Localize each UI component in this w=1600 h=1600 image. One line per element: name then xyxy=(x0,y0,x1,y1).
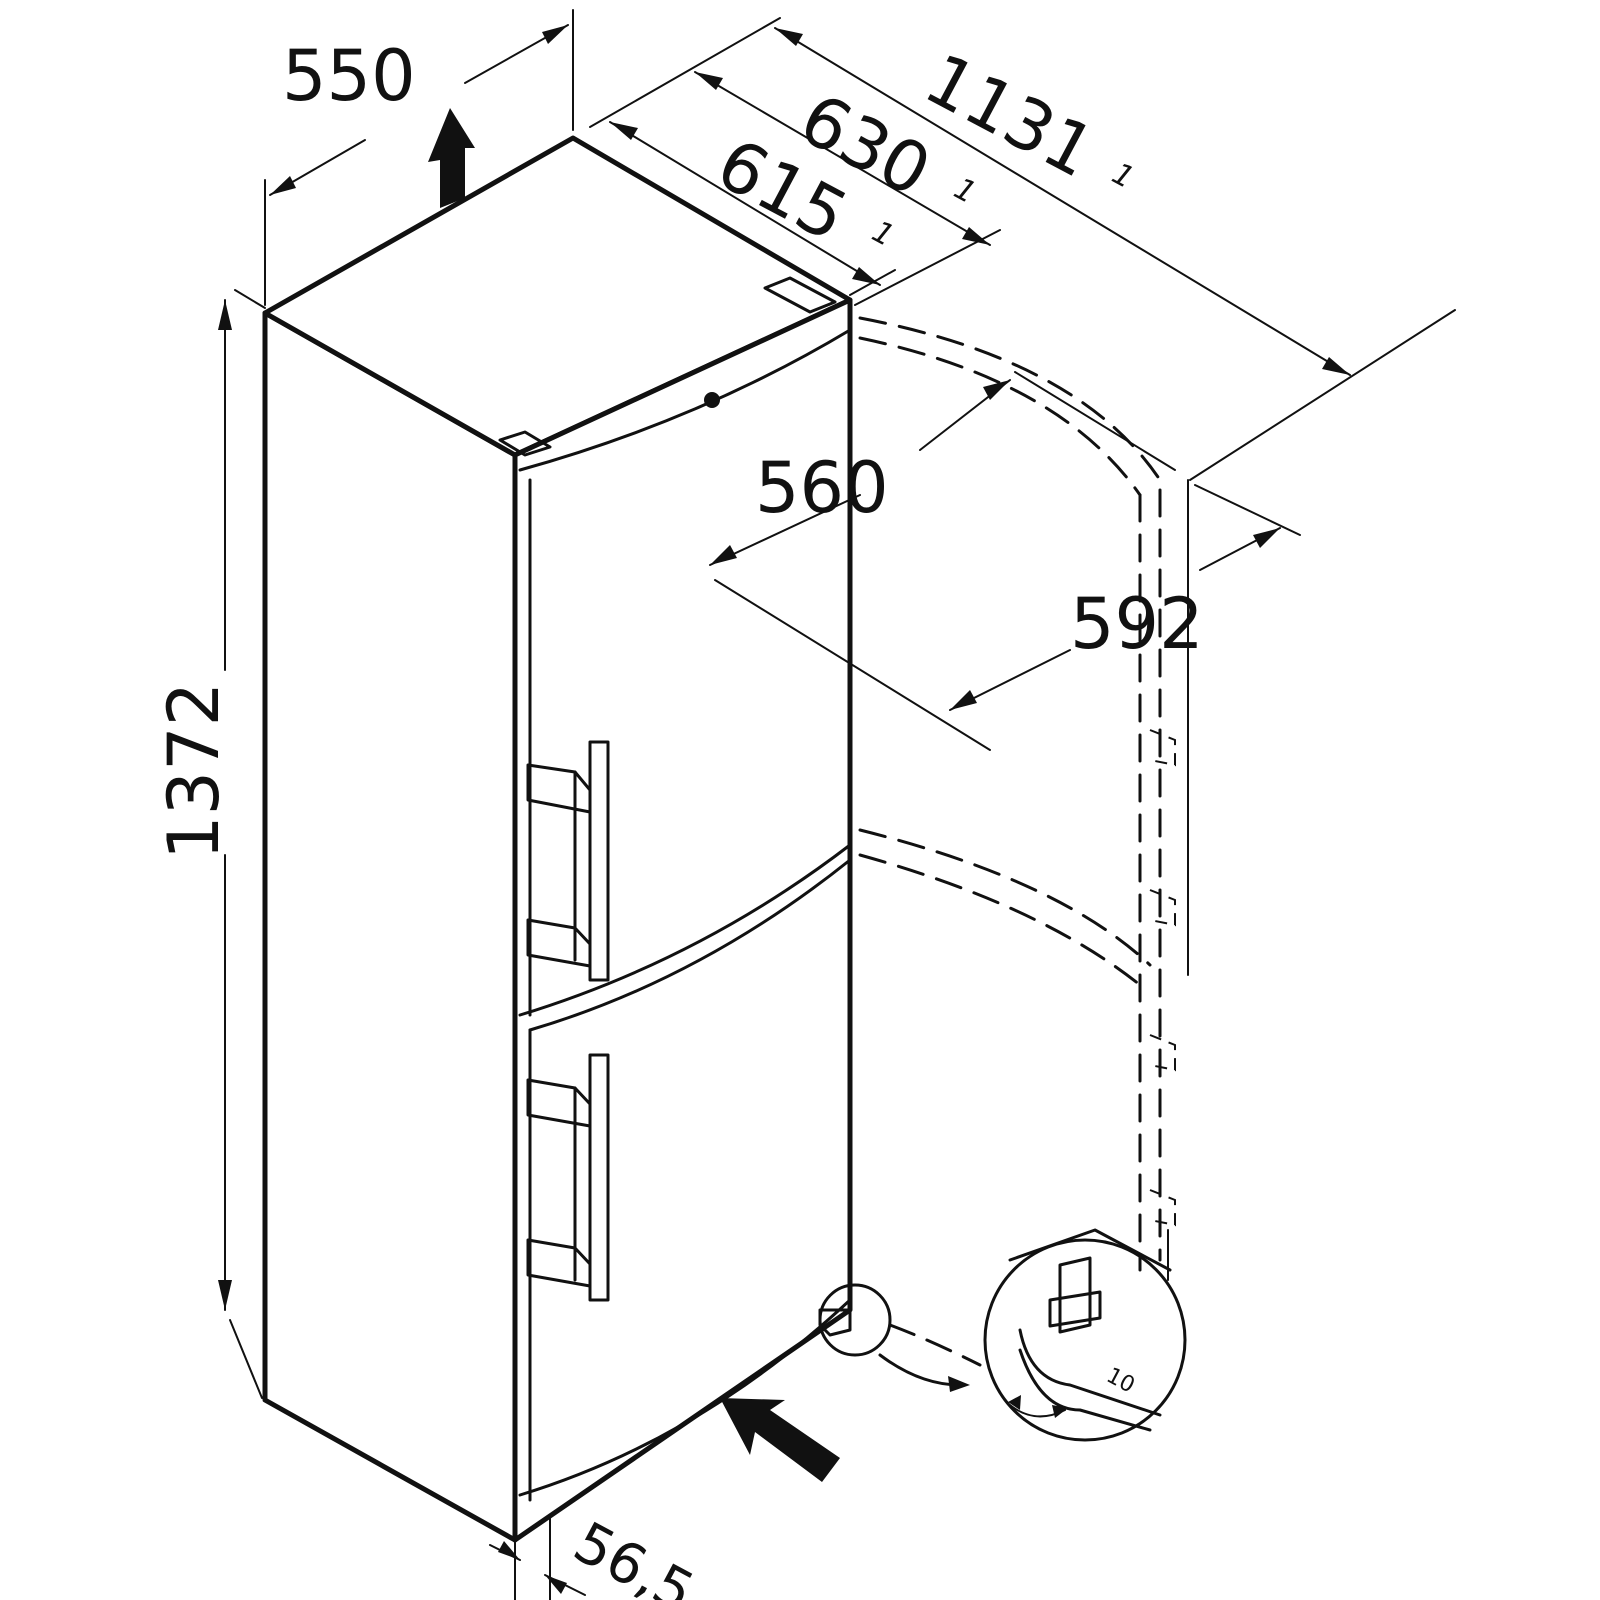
dimension-550: 550 xyxy=(282,35,416,117)
door-separator-lower xyxy=(528,858,852,1032)
top-hinge xyxy=(763,276,837,314)
bottom-door-edge xyxy=(518,1298,852,1497)
lower-door-handle[interactable] xyxy=(526,1053,610,1302)
door-separator xyxy=(518,843,852,1017)
upper-door-handle[interactable] xyxy=(526,740,610,982)
arrow-diagonal-icon xyxy=(720,1398,840,1482)
dimension-56-5: 56,5 xyxy=(563,1510,704,1600)
detail-circle xyxy=(983,1238,1187,1442)
top-door-edge xyxy=(518,328,852,472)
adjustable-foot-detail: 10 xyxy=(818,1228,1187,1442)
dimension-560: 560 xyxy=(755,447,889,529)
dimension-592: 592 xyxy=(1070,583,1204,665)
fridge-body xyxy=(262,135,853,1543)
dimension-1372: 1372 xyxy=(153,682,235,860)
wrench-size-label: 10 xyxy=(1102,1363,1138,1398)
indicator-dot xyxy=(704,392,720,408)
side-panel xyxy=(262,310,518,1543)
footnote-615: 1 xyxy=(866,214,899,254)
arrow-up-icon xyxy=(428,108,475,208)
dimension-lines xyxy=(218,9,1456,1600)
open-door-outline xyxy=(858,316,1189,1281)
footnote-630: 1 xyxy=(948,171,981,211)
left-hinge xyxy=(498,430,552,457)
footnote-1131: 1 xyxy=(1106,156,1139,196)
